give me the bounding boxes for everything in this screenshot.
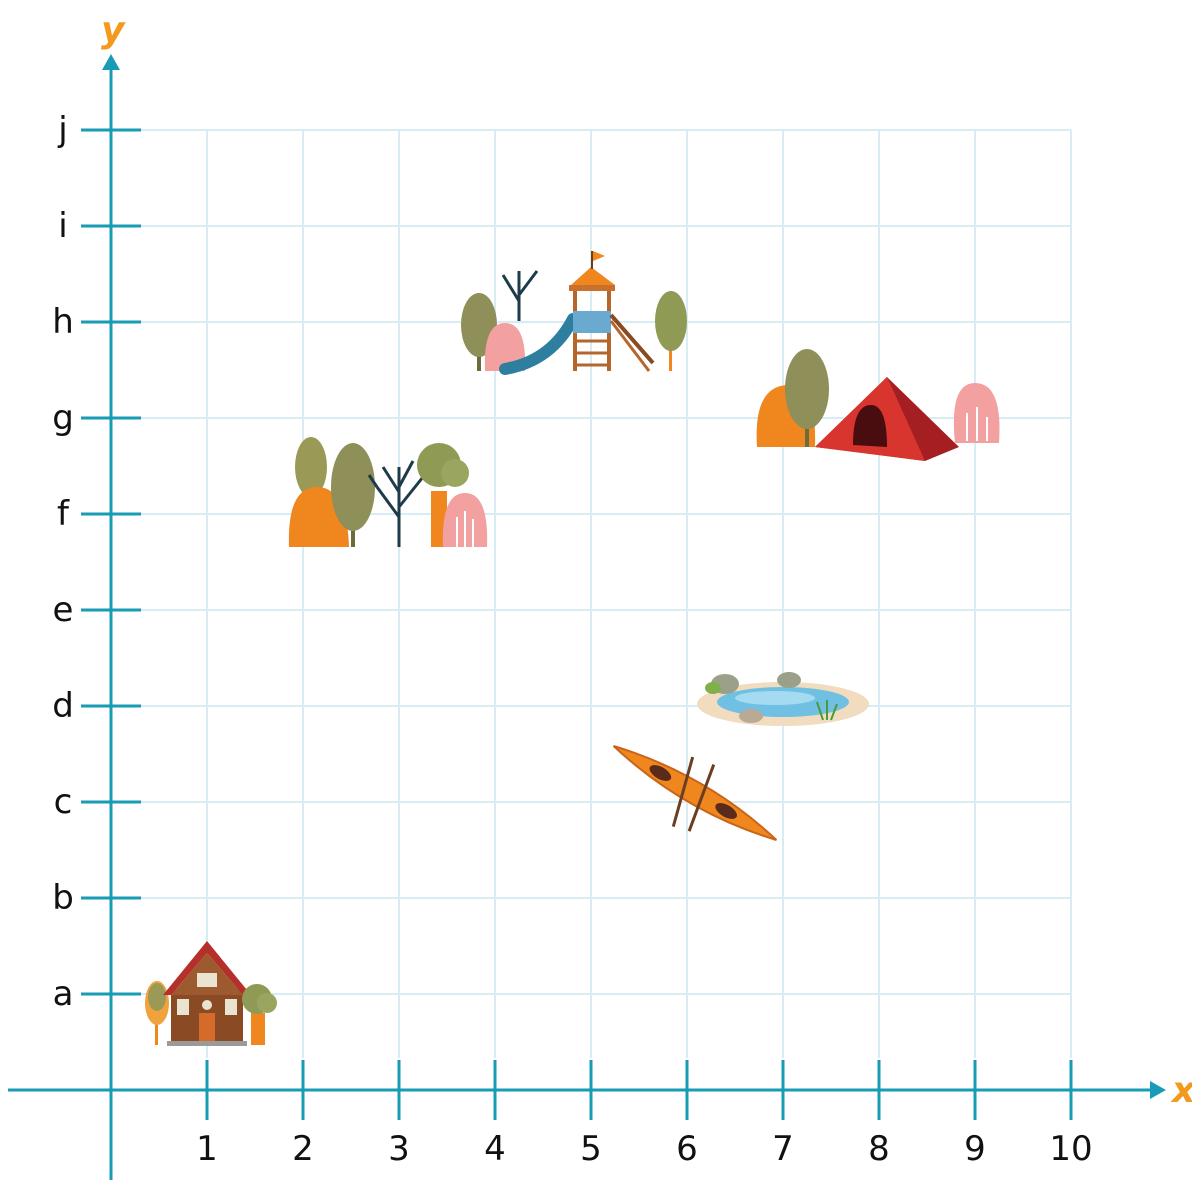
- x-axis-label: x: [1170, 1070, 1192, 1111]
- x-tick-label: 5: [580, 1129, 602, 1169]
- y-tick-label: a: [53, 974, 74, 1014]
- x-axis-arrow-icon: [1150, 1081, 1166, 1099]
- y-tick-label: h: [52, 302, 74, 342]
- tent-icon: [756, 349, 1000, 461]
- forest-icon: [288, 437, 488, 547]
- axis-ticks: [81, 128, 1073, 1120]
- y-tick-label: b: [52, 878, 74, 918]
- y-tick-label: i: [58, 206, 67, 246]
- x-tick-label: 4: [484, 1129, 506, 1169]
- y-tick-label: c: [54, 782, 73, 822]
- x-tick-label: 7: [772, 1129, 794, 1169]
- x-tick-label: 6: [676, 1129, 698, 1169]
- x-tick-label: 3: [388, 1129, 410, 1169]
- kayak-icon: [612, 745, 778, 841]
- y-tick-label: j: [57, 110, 67, 150]
- x-tick-label: 8: [868, 1129, 890, 1169]
- x-tick-label: 10: [1049, 1129, 1092, 1169]
- y-tick-label: d: [52, 686, 74, 726]
- y-axis-arrow-icon: [102, 54, 120, 70]
- y-axis-label: y: [101, 10, 126, 51]
- x-tick-labels: 1 2 3 4 5 6 7 8 9 10: [196, 1129, 1092, 1169]
- house-icon: [145, 941, 277, 1046]
- x-tick-label: 2: [292, 1129, 314, 1169]
- y-tick-labels: a b c d e f g h i j: [52, 110, 74, 1014]
- playground-icon: [461, 251, 687, 375]
- y-tick-label: f: [57, 494, 70, 534]
- x-tick-label: 9: [964, 1129, 986, 1169]
- y-tick-label: g: [52, 398, 74, 438]
- y-tick-label: e: [53, 590, 74, 630]
- pond-icon: [697, 672, 869, 726]
- x-tick-label: 1: [196, 1129, 218, 1169]
